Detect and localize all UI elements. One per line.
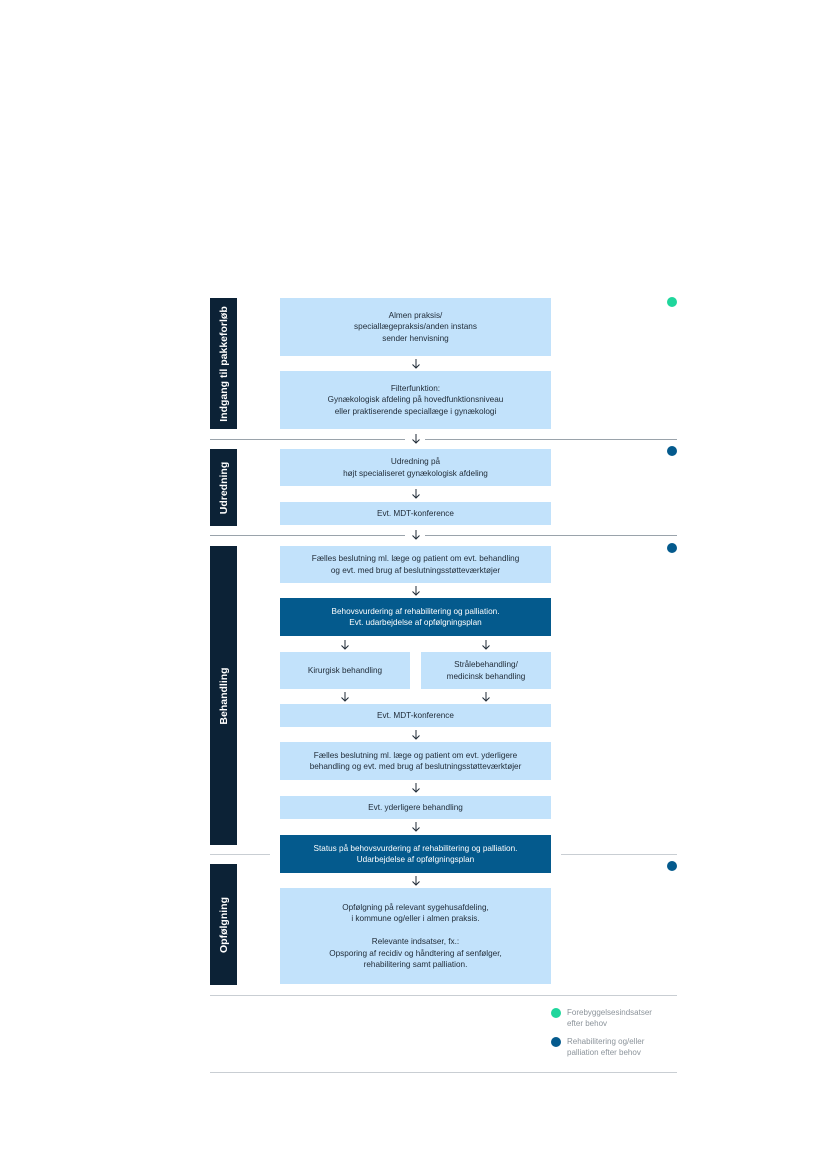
separator-line <box>425 439 677 440</box>
circle-icon <box>667 297 677 307</box>
phase-bar-opfoelgning: Opfølgning <box>210 864 237 985</box>
arrow-down-icon <box>412 530 420 540</box>
box-faelles-beslutning-2: Fælles beslutning ml. læge og patient om… <box>280 742 551 780</box>
box-kirurgisk-behandling: Kirurgisk behandling <box>280 652 410 689</box>
phase-bar-behandling: Behandling <box>210 546 237 845</box>
separator-line <box>561 854 677 855</box>
separator-line <box>210 535 405 536</box>
separator-line <box>210 439 405 440</box>
arrow-down-icon <box>412 434 420 444</box>
box-opfoelgning-paa: Opfølgning på relevant sygehusafdeling, … <box>280 888 551 984</box>
arrow-down-icon <box>412 489 420 499</box>
separator-line <box>210 1072 677 1073</box>
phase-bar-udredning: Udredning <box>210 449 237 526</box>
arrow-down-icon <box>412 876 420 886</box>
arrow-down-icon <box>482 640 490 650</box>
arrow-down-icon <box>412 359 420 369</box>
phase-bar-indgang: Indgang til pakkeforløb <box>210 298 237 429</box>
box-straalebehandling: Strålebehandling/ medicinsk behandling <box>421 652 551 689</box>
phase-label-behandling: Behandling <box>217 666 230 725</box>
box-yderligere-behandling: Evt. yderligere behandling <box>280 796 551 819</box>
circle-icon <box>667 861 677 871</box>
phase-label-udredning: Udredning <box>217 461 230 514</box>
box-faelles-beslutning-1: Fælles beslutning ml. læge og patient om… <box>280 546 551 583</box>
phase-label-opfoelgning: Opfølgning <box>217 896 230 953</box>
legend-text-rehabilitering: Rehabilitering og/eller palliation efter… <box>567 1037 645 1057</box>
separator-line <box>210 995 677 996</box>
box-mdt-konference-1: Evt. MDT-konference <box>280 502 551 525</box>
arrow-down-icon <box>412 586 420 596</box>
legend-dot-forebyggelse <box>551 1008 561 1018</box>
arrow-down-icon <box>412 783 420 793</box>
box-filterfunktion: Filterfunktion: Gynækologisk afdeling på… <box>280 371 551 429</box>
arrow-down-icon <box>482 692 490 702</box>
box-almen-praksis: Almen praksis/ speciallægepraksis/anden … <box>280 298 551 356</box>
circle-icon <box>667 446 677 456</box>
phase-label-indgang: Indgang til pakkeforløb <box>217 305 230 422</box>
box-udredning-paa: Udredning på højt specialiseret gynækolo… <box>280 449 551 486</box>
arrow-down-icon <box>341 692 349 702</box>
arrow-down-icon <box>341 640 349 650</box>
box-mdt-konference-2: Evt. MDT-konference <box>280 704 551 727</box>
circle-icon <box>667 543 677 553</box>
box-behovsvurdering: Behovsvurdering af rehabilitering og pal… <box>280 598 551 636</box>
arrow-down-icon <box>412 730 420 740</box>
separator-line <box>210 854 270 855</box>
box-status-behovsvurdering: Status på behovsvurdering af rehabiliter… <box>280 835 551 873</box>
arrow-down-icon <box>412 822 420 832</box>
separator-line <box>425 535 677 536</box>
legend-text-forebyggelse: Forebyggelsesindsatser efter behov <box>567 1008 652 1028</box>
legend-dot-rehabilitering <box>551 1037 561 1047</box>
